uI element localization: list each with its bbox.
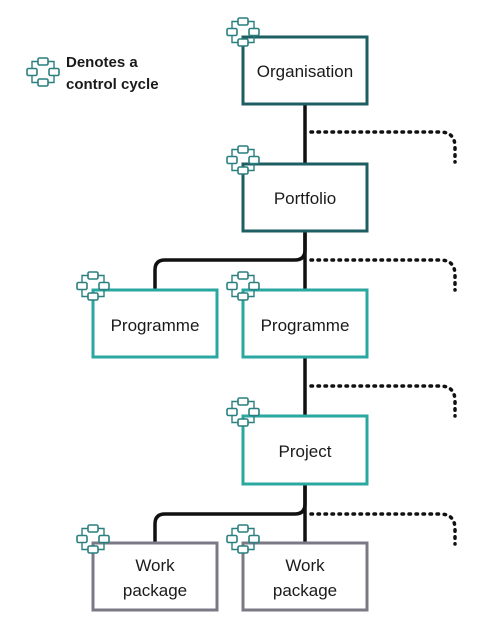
work-package-left-line1: Work — [135, 556, 175, 575]
project-box: Project — [241, 414, 369, 486]
work-package-left-line2: package — [123, 581, 187, 600]
work-package-right-line2: package — [273, 581, 337, 600]
connector-project-work-package-a — [153, 482, 307, 545]
programme-box-right: Programme — [241, 288, 369, 359]
work-package-box-left: Work package — [91, 541, 219, 612]
dotted-connector-portfolio — [309, 258, 457, 292]
legend-label-line2: control cycle — [66, 76, 159, 93]
control-cycle-icon — [226, 145, 260, 175]
control-cycle-icon — [26, 57, 60, 87]
organisation-label: Organisation — [257, 62, 353, 81]
legend-label-line1: Denotes a — [66, 54, 138, 71]
portfolio-label: Portfolio — [274, 189, 336, 208]
dotted-connector-programme — [309, 384, 457, 418]
control-cycle-icon — [226, 17, 260, 47]
dotted-connector-organisation — [309, 130, 457, 164]
control-cycle-icon — [226, 524, 260, 554]
control-cycle-icon — [76, 524, 110, 554]
organisation-box: Organisation — [241, 35, 369, 106]
programme-right-label: Programme — [261, 316, 350, 335]
programme-box-left: Programme — [91, 288, 219, 359]
work-package-right-line1: Work — [285, 556, 325, 575]
portfolio-box: Portfolio — [241, 162, 369, 233]
dotted-connector-project — [309, 512, 457, 546]
project-label: Project — [279, 442, 332, 461]
control-cycle-icon — [226, 397, 260, 427]
work-package-box-right: Work package — [241, 541, 369, 612]
control-cycle-icon — [76, 271, 110, 301]
control-cycle-icon — [226, 271, 260, 301]
connector-portfolio-programme-a — [153, 229, 307, 292]
programme-left-label: Programme — [111, 316, 200, 335]
